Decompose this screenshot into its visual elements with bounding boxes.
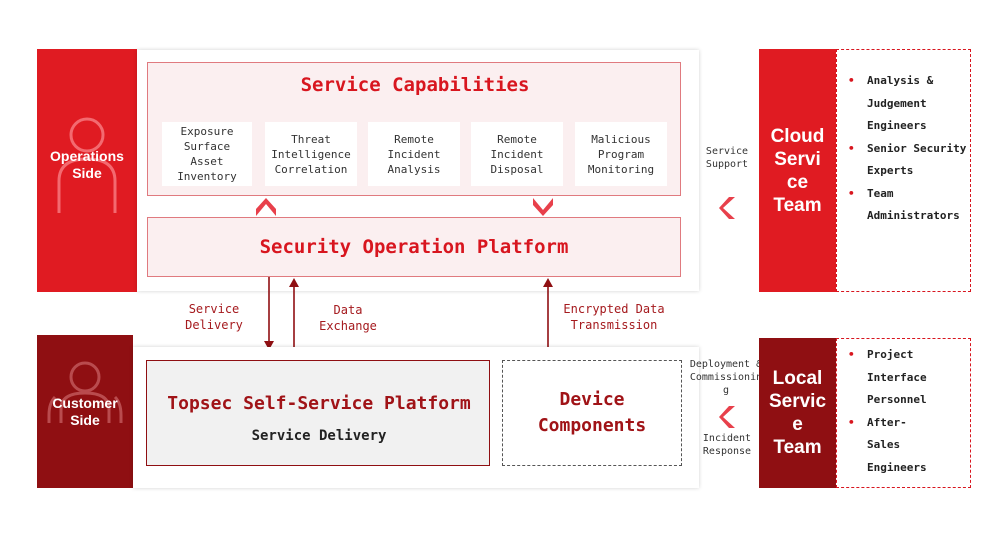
chevron-down-icon xyxy=(533,198,553,216)
local-service-team: Local Servic e Team xyxy=(759,338,836,488)
customer-side-panel: Customer Side xyxy=(37,335,133,488)
encrypted-transmission-label: Encrypted Data Transmission xyxy=(563,302,665,332)
self-service-subtitle: Service Delivery xyxy=(251,428,387,444)
encrypted-transmission-arrow xyxy=(543,278,553,349)
capability-threat-intelligence: Threat Intelligence Correlation xyxy=(265,122,357,186)
list-item: •Analysis & Judgement Engineers xyxy=(848,74,934,132)
data-exchange-arrow xyxy=(289,278,299,351)
chevron-up-icon xyxy=(256,198,276,216)
service-support-label: Service Support xyxy=(705,146,749,170)
chevron-left-icon xyxy=(719,197,735,219)
local-team-members: •Project Interface Personnel •After- Sal… xyxy=(836,338,971,488)
self-service-platform: Topsec Self-Service Platform Service Del… xyxy=(146,360,490,466)
list-item: •After- Sales Engineers xyxy=(848,415,927,474)
person-icon xyxy=(57,117,117,213)
service-delivery-arrow xyxy=(264,277,274,350)
customer-side-label: Customer Side xyxy=(52,394,118,428)
platform-title: Security Operation Platform xyxy=(259,236,569,258)
cloud-service-team: Cloud Servi ce Team xyxy=(759,49,836,292)
service-capabilities-title: Service Capabilities xyxy=(300,74,530,96)
capability-incident-disposal: Remote Incident Disposal xyxy=(471,122,563,186)
list-item: •Project Interface Personnel xyxy=(848,348,927,406)
data-exchange-label: Data Exchange xyxy=(319,303,377,333)
chevron-left-icon xyxy=(719,406,735,428)
security-operation-platform: Security Operation Platform xyxy=(147,217,681,277)
capability-malware-monitoring: Malicious Program Monitoring xyxy=(575,122,667,186)
device-components-title: Device Components xyxy=(537,389,647,436)
cloud-team-members: •Analysis & Judgement Engineers •Senior … xyxy=(836,49,971,292)
capability-asset-inventory: Exposure Surface Asset Inventory xyxy=(162,122,252,186)
device-components: Device Components xyxy=(502,360,682,466)
group-icon xyxy=(47,361,123,423)
service-delivery-label: Service Delivery xyxy=(185,302,243,332)
capability-incident-analysis: Remote Incident Analysis xyxy=(368,122,460,186)
self-service-title: Topsec Self-Service Platform xyxy=(167,393,471,414)
deployment-label: Deployment & Commissionin g xyxy=(689,359,763,396)
list-item: •Senior Security Experts xyxy=(848,141,967,178)
operations-side-label: Operations Side xyxy=(50,147,124,181)
incident-response-label: Incident Response xyxy=(702,433,752,457)
list-item: •Team Administrators xyxy=(848,186,960,223)
operations-side-panel: Operations Side xyxy=(37,49,137,292)
service-capabilities-box: Service Capabilities Exposure Surface As… xyxy=(147,62,681,196)
